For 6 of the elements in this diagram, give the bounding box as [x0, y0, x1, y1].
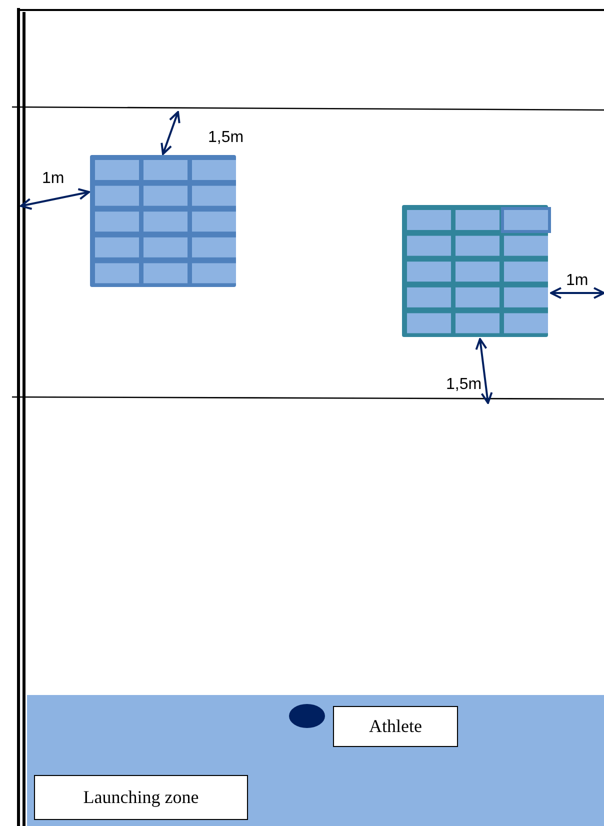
dimension-label: 1m: [42, 170, 64, 188]
zone-label-box: Launching zone: [34, 775, 248, 820]
dimension-label: 1,5m: [208, 129, 244, 147]
dimension-label: 1,5m: [446, 376, 482, 394]
athlete-label-box: Athlete: [333, 706, 458, 747]
dimension-label: 1m: [566, 272, 588, 290]
